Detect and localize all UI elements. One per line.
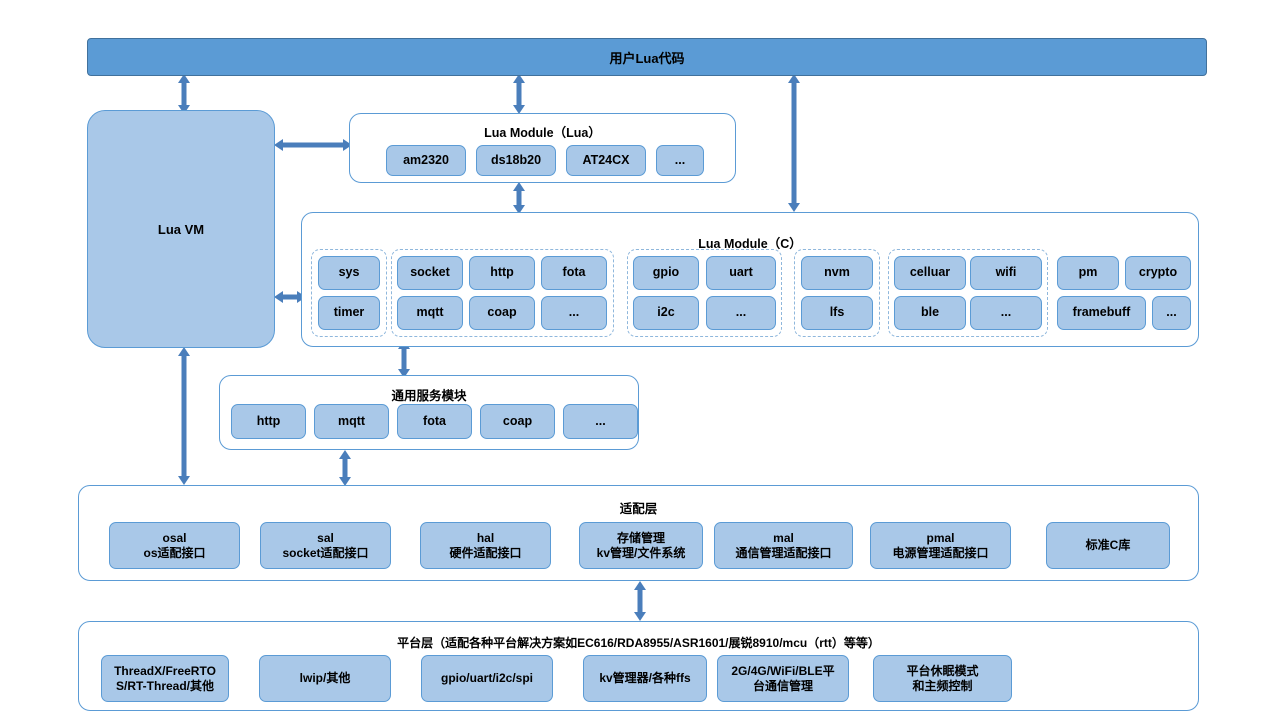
adapt-layer-title: 适配层 — [619, 502, 658, 516]
chip-misc-more[interactable]: ... — [1152, 296, 1191, 330]
chip-kv-manager-line1: kv管理器/各种ffs — [599, 671, 691, 685]
chip-crypto[interactable]: crypto — [1125, 256, 1191, 290]
chip-ble[interactable]: ble — [894, 296, 966, 330]
chip-svc-coap[interactable]: coap — [480, 404, 555, 439]
chip-i2c[interactable]: i2c — [633, 296, 699, 330]
chip-gpio[interactable]: gpio — [633, 256, 699, 290]
chip-threadx-line1: ThreadX/FreeRTO — [114, 663, 216, 678]
chip-pmal-line1: pmal — [926, 530, 955, 545]
chip-threadx-freertos[interactable]: ThreadX/FreeRTO S/RT-Thread/其他 — [101, 655, 229, 702]
arrow-luavm-to-luamodule-lua — [274, 137, 352, 153]
arrow-usercode-to-luavm — [176, 74, 192, 114]
chip-sal-line2: socket适配接口 — [282, 545, 369, 560]
lua-vm-box: Lua VM — [87, 110, 275, 348]
chip-sal-line1: sal — [317, 530, 334, 545]
chip-sleep-freq-ctrl[interactable]: 平台休眠模式 和主频控制 — [873, 655, 1012, 702]
chip-periph-more[interactable]: ... — [706, 296, 776, 330]
chip-at24cx[interactable]: AT24CX — [566, 145, 646, 176]
chip-celluar[interactable]: celluar — [894, 256, 966, 290]
chip-pmal[interactable]: pmal 电源管理适配接口 — [870, 522, 1011, 569]
chip-svc-fota[interactable]: fota — [397, 404, 472, 439]
chip-svc-mqtt[interactable]: mqtt — [314, 404, 389, 439]
chip-osal-line2: os适配接口 — [143, 545, 206, 560]
chip-sal[interactable]: sal socket适配接口 — [260, 522, 391, 569]
chip-mqtt-c[interactable]: mqtt — [397, 296, 463, 330]
adapt-layer-panel: 适配层 osal os适配接口 sal socket适配接口 hal 硬件适配接… — [78, 485, 1199, 581]
chip-sys[interactable]: sys — [318, 256, 380, 290]
chip-pmal-line2: 电源管理适配接口 — [892, 545, 989, 560]
chip-osal-line1: osal — [162, 530, 187, 545]
chip-timer[interactable]: timer — [318, 296, 380, 330]
chip-std-c-lib[interactable]: 标准C库 — [1046, 522, 1170, 569]
chip-coap-c[interactable]: coap — [469, 296, 535, 330]
chip-lfs[interactable]: lfs — [801, 296, 873, 330]
chip-wireless-more[interactable]: ... — [970, 296, 1042, 330]
common-service-panel: 通用服务模块 http mqtt fota coap ... — [219, 375, 639, 450]
periph-group — [627, 249, 782, 337]
arrow-common-service-to-adapt-layer — [337, 450, 353, 486]
chip-gpio-uart-i2c-spi[interactable]: gpio/uart/i2c/spi — [421, 655, 553, 702]
chip-lwip[interactable]: lwip/其他 — [259, 655, 391, 702]
chip-comm-mgmt-line1: 2G/4G/WiFi/BLE平 — [731, 663, 835, 678]
common-service-title: 通用服务模块 — [391, 389, 467, 403]
lua-module-lua-panel: Lua Module（Lua） am2320 ds18b20 AT24CX ..… — [349, 113, 736, 183]
chip-std-c-lib-line1: 标准C库 — [1085, 538, 1131, 552]
chip-comm-mgmt[interactable]: 2G/4G/WiFi/BLE平 台通信管理 — [717, 655, 849, 702]
chip-svc-http[interactable]: http — [231, 404, 306, 439]
user-lua-code-label: 用户Lua代码 — [609, 50, 685, 66]
chip-http-c[interactable]: http — [469, 256, 535, 290]
lua-module-c-title: Lua Module（C） — [698, 237, 802, 251]
wireless-group — [888, 249, 1048, 337]
chip-threadx-line2: S/RT-Thread/其他 — [115, 678, 214, 693]
chip-storage-mgmt[interactable]: 存储管理 kv管理/文件系统 — [579, 522, 703, 569]
user-lua-code-bar: 用户Lua代码 — [87, 38, 1207, 76]
arrow-luamodule-lua-to-luamodule-c — [511, 182, 527, 214]
chip-svc-more[interactable]: ... — [563, 404, 638, 439]
chip-storage-mgmt-line1: 存储管理 — [616, 530, 665, 545]
chip-kv-manager-ffs[interactable]: kv管理器/各种ffs — [583, 655, 707, 702]
lua-vm-label: Lua VM — [157, 221, 205, 237]
arrow-luavm-to-adapt-layer — [176, 347, 192, 485]
chip-am2320[interactable]: am2320 — [386, 145, 466, 176]
chip-hal-line2: 硬件适配接口 — [449, 545, 522, 560]
chip-fota-c[interactable]: fota — [541, 256, 607, 290]
sys-group — [311, 249, 387, 337]
chip-mal-line2: 通信管理适配接口 — [735, 545, 832, 560]
net-group — [391, 249, 614, 337]
chip-net-more[interactable]: ... — [541, 296, 607, 330]
arrow-usercode-to-luamodule-c — [786, 74, 802, 212]
platform-layer-panel: 平台层（适配各种平台解决方案如EC616/RDA8955/ASR1601/展锐8… — [78, 621, 1199, 711]
chip-mal-line1: mal — [773, 530, 794, 545]
chip-uart[interactable]: uart — [706, 256, 776, 290]
lua-module-lua-title: Lua Module（Lua） — [484, 126, 601, 140]
chip-storage-mgmt-line2: kv管理/文件系统 — [596, 545, 686, 560]
chip-wifi[interactable]: wifi — [970, 256, 1042, 290]
chip-gpio-uart-line1: gpio/uart/i2c/spi — [440, 671, 533, 685]
lua-module-c-panel: Lua Module（C） sys timer socket http fota… — [301, 212, 1199, 347]
arrow-adapt-layer-to-platform-layer — [632, 581, 648, 621]
chip-osal[interactable]: osal os适配接口 — [109, 522, 240, 569]
chip-comm-mgmt-line2: 台通信管理 — [752, 678, 813, 693]
chip-ds18b20[interactable]: ds18b20 — [476, 145, 556, 176]
storage-group — [794, 249, 880, 337]
platform-layer-title: 平台层（适配各种平台解决方案如EC616/RDA8955/ASR1601/展锐8… — [397, 636, 880, 650]
chip-lua-more[interactable]: ... — [656, 145, 704, 176]
chip-lwip-line1: lwip/其他 — [299, 671, 351, 685]
chip-socket[interactable]: socket — [397, 256, 463, 290]
arrow-usercode-to-luamodule-lua — [511, 74, 527, 114]
chip-nvm[interactable]: nvm — [801, 256, 873, 290]
chip-hal[interactable]: hal 硬件适配接口 — [420, 522, 551, 569]
chip-framebuff[interactable]: framebuff — [1057, 296, 1146, 330]
chip-sleep-line1: 平台休眠模式 — [906, 663, 979, 678]
chip-pm[interactable]: pm — [1057, 256, 1119, 290]
chip-sleep-line2: 和主频控制 — [912, 678, 973, 693]
chip-mal[interactable]: mal 通信管理适配接口 — [714, 522, 853, 569]
chip-hal-line1: hal — [476, 530, 495, 545]
